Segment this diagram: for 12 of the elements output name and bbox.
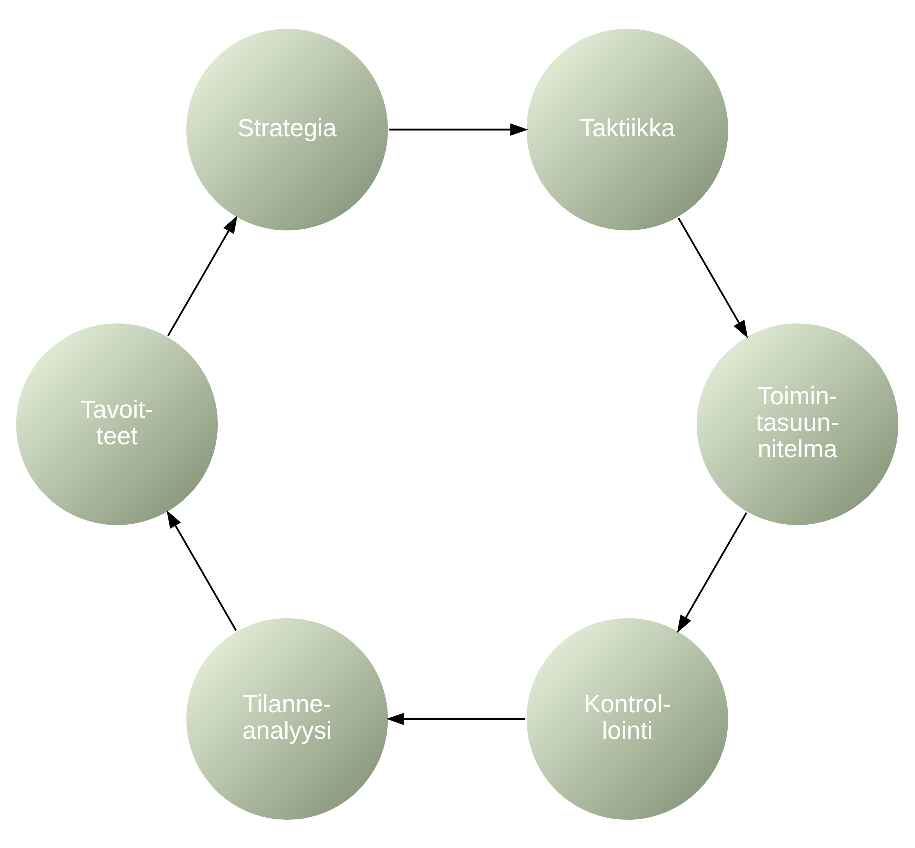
- arrow: [168, 215, 238, 336]
- arrow: [678, 217, 748, 338]
- node-circle: Toimin- tasuun- nitelma: [695, 321, 900, 527]
- node-circle: Kontrol- lointi: [525, 616, 730, 822]
- node-circle: Taktiikka: [525, 26, 730, 232]
- node-circle: Tilanne- analyysi: [184, 616, 390, 822]
- node-circle: Tavoit- teet: [14, 321, 220, 527]
- arrow: [389, 123, 528, 136]
- node-circle: Strategia: [184, 26, 390, 232]
- arrow: [166, 510, 238, 631]
- arrow: [386, 712, 526, 725]
- arrow: [677, 512, 748, 633]
